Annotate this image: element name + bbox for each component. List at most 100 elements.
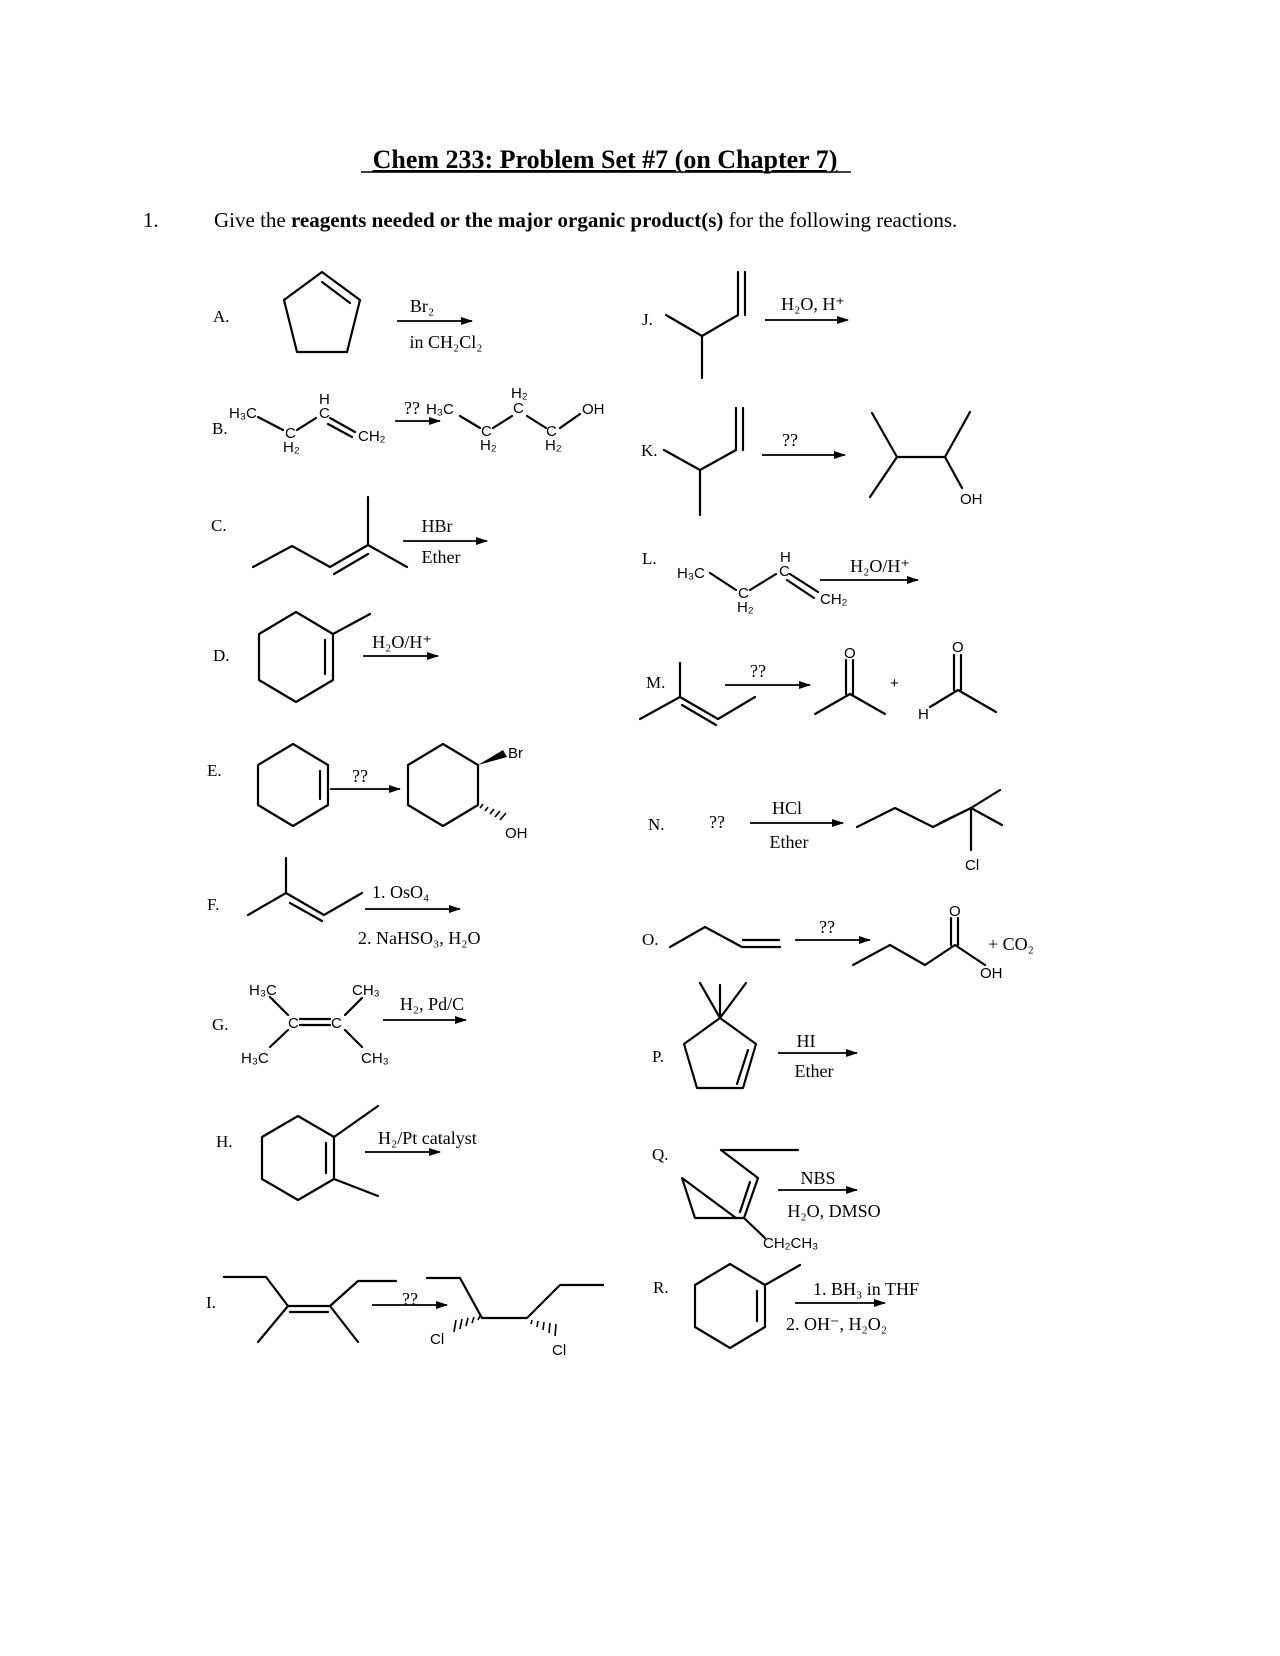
label-d: D. — [213, 646, 230, 665]
acetone-product — [813, 658, 887, 716]
label-e: E. — [207, 761, 222, 780]
alcohol-product — [868, 410, 972, 499]
structure-text: ?? — [709, 812, 725, 832]
structure-text: Cl — [965, 857, 979, 874]
structure-text: CH₃ — [352, 982, 380, 999]
structure-text: ?? — [750, 661, 766, 681]
label-o: O. — [642, 930, 659, 949]
structure-text: OH — [582, 401, 605, 418]
structure-text: Cl — [552, 1342, 566, 1359]
dichloride-product — [425, 1276, 605, 1320]
alkene-structure — [668, 925, 782, 949]
label-a: A. — [213, 307, 230, 326]
label-l: L. — [642, 549, 657, 568]
reaction-n: N. ?? HCl Ether Cl — [648, 788, 1004, 874]
reagent-below: in CH₂Cl₂ — [409, 332, 482, 352]
reagent-above: ?? — [404, 398, 420, 418]
label-m: M. — [646, 673, 665, 692]
cyclohexene-structure — [256, 742, 330, 828]
label-q: Q. — [652, 1145, 669, 1164]
alkene-structure — [246, 856, 364, 923]
alkene-structure — [251, 495, 409, 576]
reaction-d: D. H₂O/H⁺ — [213, 610, 439, 704]
hash-bond — [479, 803, 507, 821]
structure-text: CH₂ — [820, 591, 848, 608]
structure-text: CH₃ — [361, 1050, 389, 1067]
structure-text: C — [319, 405, 330, 422]
structure-text: H₂ — [511, 385, 528, 402]
structure-text: H — [918, 706, 929, 723]
acetaldehyde-product — [928, 653, 998, 714]
label-n: N. — [648, 815, 665, 834]
structure-text: C — [546, 423, 557, 440]
label-r: R. — [653, 1278, 669, 1297]
structure-text: + — [890, 675, 899, 692]
structure-text: HI — [797, 1031, 816, 1051]
reaction-q: Q. CH₂CH₃ NBS H₂O, DMSO — [652, 1145, 881, 1252]
structure-text: OH — [980, 965, 1003, 982]
structure-text: HBr — [422, 516, 453, 536]
reaction-b: B. H₃C C H₂ H C CH₂ ?? H₃C C H₂ H₂ C C H… — [212, 385, 605, 456]
structure-text: 1. OsO₄ — [372, 882, 429, 902]
structure-text: 2. NaHSO₃, H₂O — [358, 928, 481, 948]
structure-text: Cl — [430, 1331, 444, 1348]
structure-text: H₂O/H⁺ — [850, 556, 910, 576]
structure-text: + CO₂ — [988, 934, 1034, 954]
tetramethylethylene-structure — [268, 995, 364, 1049]
reaction-r: R. 1. BH₃ in THF 2. OH⁻, H₂O₂ — [653, 1262, 919, 1350]
structure-text: OH — [960, 491, 983, 508]
structure-text: C — [331, 1015, 342, 1032]
structure-text: C — [288, 1015, 299, 1032]
structure-text: O — [952, 639, 964, 656]
structure-text: CH₂CH₃ — [763, 1235, 818, 1252]
structure-text: Ether — [770, 832, 809, 852]
structure-text: Ether — [422, 547, 461, 567]
label-c: C. — [211, 516, 227, 535]
structure-text: H₃C — [249, 982, 277, 999]
alkene-structure — [638, 661, 757, 727]
structure-text: C — [285, 425, 296, 442]
reaction-p: P. HI Ether — [652, 981, 858, 1090]
reaction-g: G. H₃C CH₃ H₃C CH₃ C C H₂, Pd/C — [212, 982, 467, 1067]
reagent-above: Br₂ — [410, 296, 434, 316]
structure-text: H₃C — [426, 401, 454, 418]
alkene-structure — [662, 406, 745, 517]
structure-text: C — [779, 563, 790, 580]
carboxylic-acid-product — [851, 916, 987, 967]
structure-text: C — [481, 423, 492, 440]
label-i: I. — [206, 1293, 216, 1312]
label-p: P. — [652, 1047, 664, 1066]
structure-text: Br — [508, 745, 523, 762]
dimethylcyclohexene-structure — [260, 1104, 380, 1202]
structure-text: H — [319, 391, 330, 408]
structure-text: H₂ — [737, 599, 754, 616]
structure-text: ?? — [819, 917, 835, 937]
methylcyclohexene-structure — [693, 1262, 802, 1350]
label-f: F. — [207, 895, 219, 914]
reaction-l: L. H₃C C H₂ H C CH₂ H₂O/H⁺ — [642, 549, 919, 616]
reaction-m: M. ?? O + O H — [638, 639, 998, 727]
butanol-structure — [458, 412, 582, 430]
wedge-bond — [478, 750, 507, 765]
alkene-structure — [664, 270, 747, 380]
cyclohexane-product — [406, 742, 480, 828]
question-text: Give the reagents needed or the major or… — [214, 208, 957, 232]
structure-text: C — [738, 585, 749, 602]
structure-text: H₂ — [545, 437, 562, 454]
structure-text: H₂ — [283, 439, 300, 456]
structure-text: NBS — [800, 1168, 835, 1188]
structure-text: H₃C — [241, 1050, 269, 1067]
structure-text: Ether — [795, 1061, 834, 1081]
structure-text: H₂ — [480, 437, 497, 454]
page-title: Chem 233: Problem Set #7 (on Chapter 7) — [373, 145, 838, 174]
reaction-o: O. ?? O OH + CO₂ — [642, 903, 1034, 982]
ethylcyclopentene-structure — [680, 1148, 800, 1240]
alkyl-chloride-product — [855, 788, 1004, 852]
structure-text: H₂O, H⁺ — [781, 294, 845, 314]
structure-text: CH₂ — [358, 428, 386, 445]
structure-text: H₃C — [677, 565, 705, 582]
label-h: H. — [216, 1132, 233, 1151]
butene-structure — [708, 571, 820, 600]
alkene-structure — [222, 1275, 398, 1344]
